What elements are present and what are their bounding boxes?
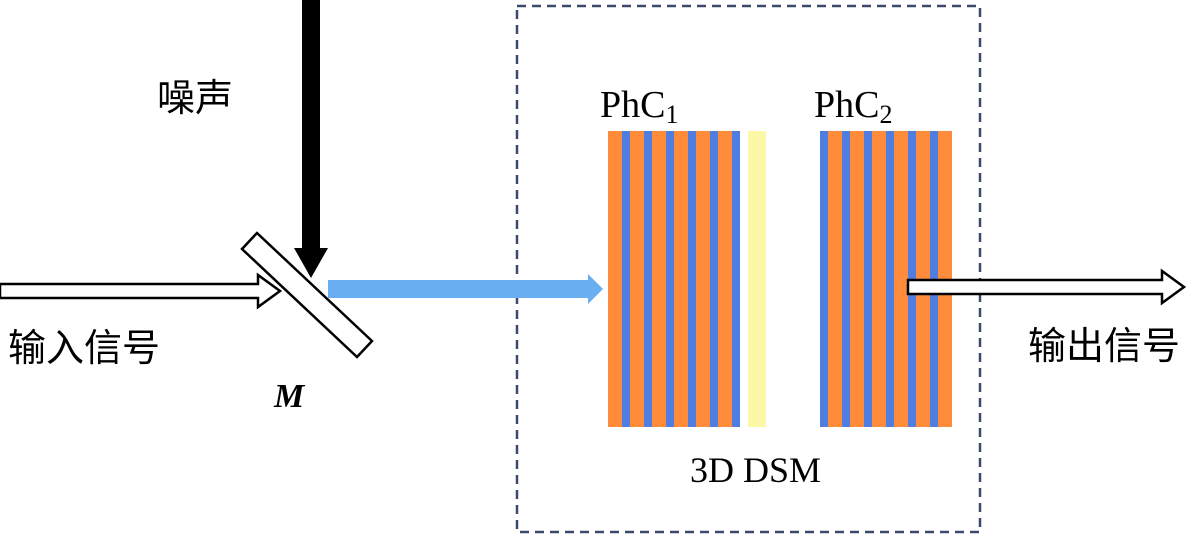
phc1-layer: [696, 131, 710, 427]
phc1-label-base: PhC: [600, 84, 666, 126]
phc2-label-base: PhC: [814, 84, 880, 126]
signal-beam-arrow: [328, 274, 603, 304]
phc1-layer: [666, 131, 674, 427]
device-label: 3D DSM: [690, 450, 822, 490]
phc1-layer: [652, 131, 666, 427]
noise-arrow: [294, 0, 328, 278]
output-signal-label: 输出信号: [1028, 324, 1181, 368]
phc2-layer: [842, 131, 850, 427]
phc1-layer: [630, 131, 644, 427]
phc1-layer: [718, 131, 732, 427]
phc2-layer: [828, 131, 842, 427]
phc1-layer: [674, 131, 688, 427]
phc1-layer: [710, 131, 718, 427]
phc2-layer: [872, 131, 886, 427]
phc2-layer: [820, 131, 828, 427]
phc1-layer: [644, 131, 652, 427]
input-arrow: [0, 272, 283, 310]
mirror: [240, 231, 374, 359]
phc1-layer: [608, 131, 622, 427]
phc2-layer: [886, 131, 894, 427]
input-signal-label: 输入信号: [8, 326, 161, 370]
defect-layer: [748, 131, 766, 427]
phc2-layer: [864, 131, 872, 427]
phc1-layers: [608, 131, 740, 427]
mirror-label: M: [274, 378, 305, 415]
phc2-layer: [894, 131, 908, 427]
phc2-label-sub: 2: [879, 100, 893, 129]
phc1-label-sub: 1: [665, 100, 679, 129]
output-arrow: [906, 268, 1187, 306]
phc2-layer: [850, 131, 864, 427]
phc2-label: PhC2: [814, 86, 892, 128]
phc2-layers: [820, 131, 952, 427]
phc1-label: PhC1: [600, 86, 678, 128]
noise-label: 噪声: [157, 76, 234, 120]
dsm-dashed-box: [515, 4, 982, 534]
phc1-layer: [732, 131, 740, 427]
phc1-layer: [688, 131, 696, 427]
phc1-layer: [622, 131, 630, 427]
